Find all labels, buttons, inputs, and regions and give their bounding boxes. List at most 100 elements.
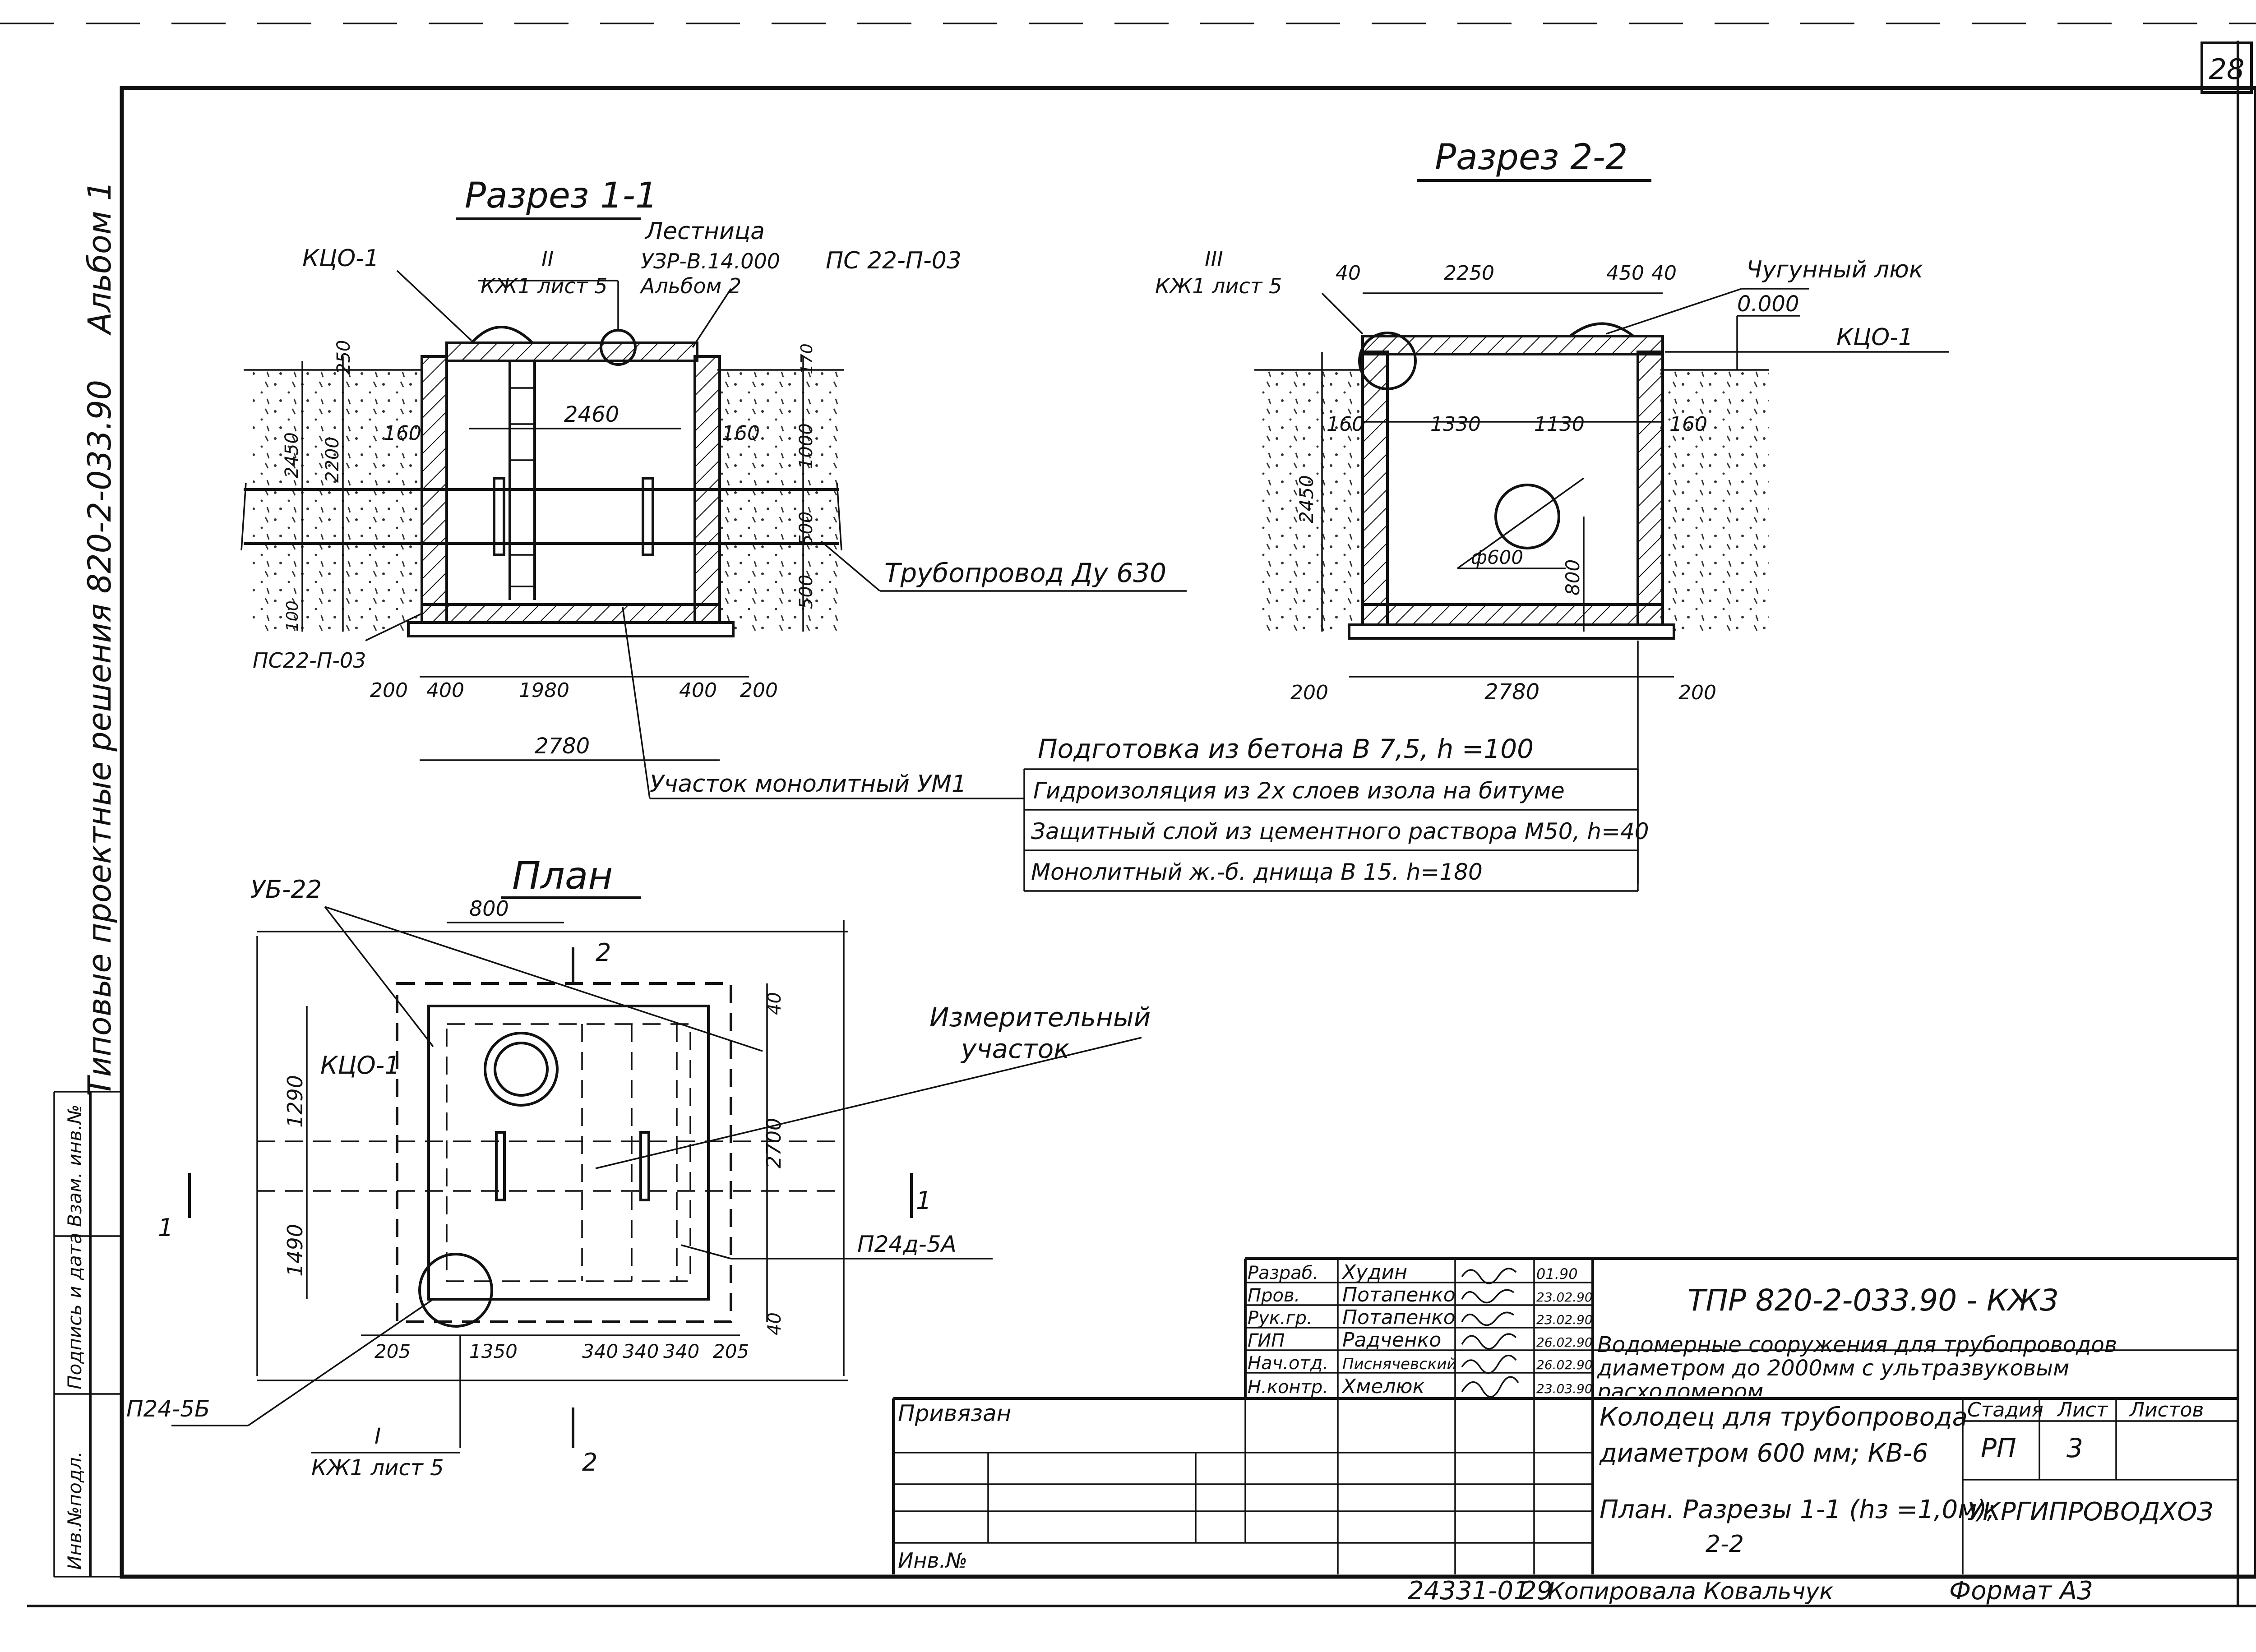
measuring-label: Измерительный <box>929 1002 1151 1033</box>
detail-circle-2-2 <box>1358 332 1417 390</box>
hatch-cover-2-2 <box>1569 322 1634 337</box>
cut2-bottom: 2 <box>582 1448 597 1477</box>
wall-right <box>693 355 721 633</box>
plan-dim-800: 800 <box>469 896 509 921</box>
inv-podl-label: Инв.№подл. <box>64 1451 86 1570</box>
p24-5b-label: П24-5Б <box>126 1396 210 1422</box>
doc-number: 24331-01 <box>1408 1576 1530 1606</box>
dim-40b-2-2: 40 <box>1651 262 1677 285</box>
plan-kco-label: КЦО-1 <box>320 1051 400 1080</box>
base-slab <box>407 621 735 637</box>
podpis-label: Подпись и дата <box>64 1232 86 1389</box>
format-label: Формат А3 <box>1949 1576 2093 1606</box>
ladder-label: Лестница <box>644 218 765 245</box>
sheet-frame <box>0 23 2256 1607</box>
soil-left-2-2 <box>1259 370 1363 632</box>
plan-dim-2700: 2700 <box>763 1118 786 1168</box>
p24d-label: П24д-5А <box>857 1231 957 1257</box>
privyazan-label: Привязан <box>898 1400 1011 1426</box>
plan-dim-205a: 205 <box>374 1340 411 1362</box>
plan-ref-num: I <box>374 1424 381 1449</box>
dim-200b-2-2: 200 <box>1678 681 1716 704</box>
plan-view: План <box>171 854 1142 1454</box>
dim-200b: 200 <box>740 679 778 702</box>
object-line-2: диаметром 600 мм; КВ-6 <box>1599 1439 1928 1468</box>
staff-role-2: Пров. <box>1248 1285 1300 1306</box>
object-line-1: Колодец для трубопровода <box>1600 1403 1968 1432</box>
dim-250: 250 <box>333 340 354 374</box>
dim-500a: 500 <box>796 512 817 546</box>
dim-2450: 2450 <box>282 432 302 478</box>
dim-1000: 1000 <box>796 423 817 469</box>
ladder-album: Альбом 2 <box>639 274 741 298</box>
staff-name-2: Потапенко <box>1342 1283 1456 1306</box>
layer-3: Защитный слой из цементного раствора М50… <box>1031 818 1649 844</box>
slab-bottom-label: ПС22-П-03 <box>253 648 366 673</box>
plan-dim-1350: 1350 <box>469 1340 518 1362</box>
staff-name-4: Радченко <box>1342 1329 1441 1352</box>
ladder <box>509 361 536 600</box>
copied-by: Копировала Ковальчук <box>1548 1578 1834 1605</box>
soil-right <box>717 370 839 632</box>
album-label: Альбом 1 <box>81 181 118 336</box>
dim-40a-2-2: 40 <box>1336 262 1361 285</box>
plan-detail-circle <box>418 1253 493 1328</box>
sheet-number: 28 <box>2209 53 2245 86</box>
dim-1130: 1130 <box>1534 413 1585 436</box>
section-2-2-labels: III КЖ1 лист 5 Чугунный люк 0.000 КЦО-1 … <box>1155 247 1923 705</box>
dim-200a-2-2: 200 <box>1290 681 1328 704</box>
staff-date-1: 01.90 <box>1536 1265 1578 1283</box>
dim-1330: 1330 <box>1430 413 1481 436</box>
plan-hatch-outer <box>484 1032 559 1107</box>
staff-role-4: ГИП <box>1248 1330 1285 1351</box>
dim-800-2-2: 800 <box>1562 559 1584 595</box>
dim-200a: 200 <box>370 679 408 702</box>
staff-date-5: 26.02.90 <box>1536 1357 1593 1372</box>
pipe-opening <box>1494 484 1560 549</box>
staff-role-1: Разраб. <box>1248 1263 1318 1283</box>
dim-2250: 2250 <box>1444 262 1494 285</box>
plan-labels: УБ-22 800 2 2 КЦО-1 1290 1490 40 2700 40… <box>126 875 1151 1481</box>
title-block-lines <box>892 1257 2238 1574</box>
series-label: Типовые проектные решения 820-2-033.90 <box>81 380 118 1096</box>
side-strip <box>53 1091 122 1578</box>
plan-hatch-inner <box>494 1042 549 1097</box>
sheet-title-line-1: План. Разрезы 1-1 (hз =1,0м); <box>1600 1495 1995 1524</box>
title-code: ТПР 820-2-033.90 - КЖ3 <box>1687 1283 2059 1318</box>
level-label: 0.000 <box>1737 291 1799 317</box>
sheets-header: Листов <box>2129 1398 2204 1421</box>
dim-2450-2-2: 2450 <box>1295 475 1318 523</box>
hatch-cover-1-1 <box>470 326 534 344</box>
doc-page: 29 <box>1521 1576 1553 1606</box>
kco-label-1-1: КЦО-1 <box>302 245 379 272</box>
staff-name-3: Потапенко <box>1342 1306 1456 1329</box>
pipe-label: Трубопровод Ду 630 <box>884 558 1166 588</box>
wall-left-2-2 <box>1361 351 1389 633</box>
dim-1980: 1980 <box>519 679 569 702</box>
hatch-label: Чугунный люк <box>1746 256 1923 283</box>
measuring-label-2: участок <box>960 1034 1069 1064</box>
plan-dim-340b: 340 <box>623 1340 659 1362</box>
layer-4: Монолитный ж.-б. днища В 15. h=180 <box>1031 859 1483 885</box>
plan-dim-40b: 40 <box>764 1312 785 1335</box>
cut2-top: 2 <box>596 938 611 967</box>
dim-160a-2-2: 160 <box>1327 413 1364 436</box>
stage-header: Стадия <box>1967 1398 2043 1421</box>
org-name: УКРГИПРОВОДХОЗ <box>1967 1497 2213 1527</box>
dim-2780-2-2: 2780 <box>1484 679 1539 705</box>
staff-date-4: 26.02.90 <box>1536 1335 1593 1350</box>
plan-dim-1490: 1490 <box>283 1224 307 1277</box>
dim-400a: 400 <box>426 679 464 702</box>
dim-160b: 160 <box>722 422 760 445</box>
staff-role-3: Рук.гр. <box>1248 1308 1313 1329</box>
plan-title: План <box>512 854 613 898</box>
inv-no-label: Инв.№ <box>898 1548 967 1573</box>
dim-400b: 400 <box>679 679 717 702</box>
staff-date-6: 23.03.90 <box>1536 1381 1593 1396</box>
soil-right-2-2 <box>1660 370 1769 632</box>
signatures <box>1461 1268 1519 1398</box>
kco-label-2-2: КЦО-1 <box>1836 324 1913 351</box>
dim-450: 450 <box>1606 262 1644 285</box>
sheet-title-line-2: 2-2 <box>1706 1531 1744 1558</box>
